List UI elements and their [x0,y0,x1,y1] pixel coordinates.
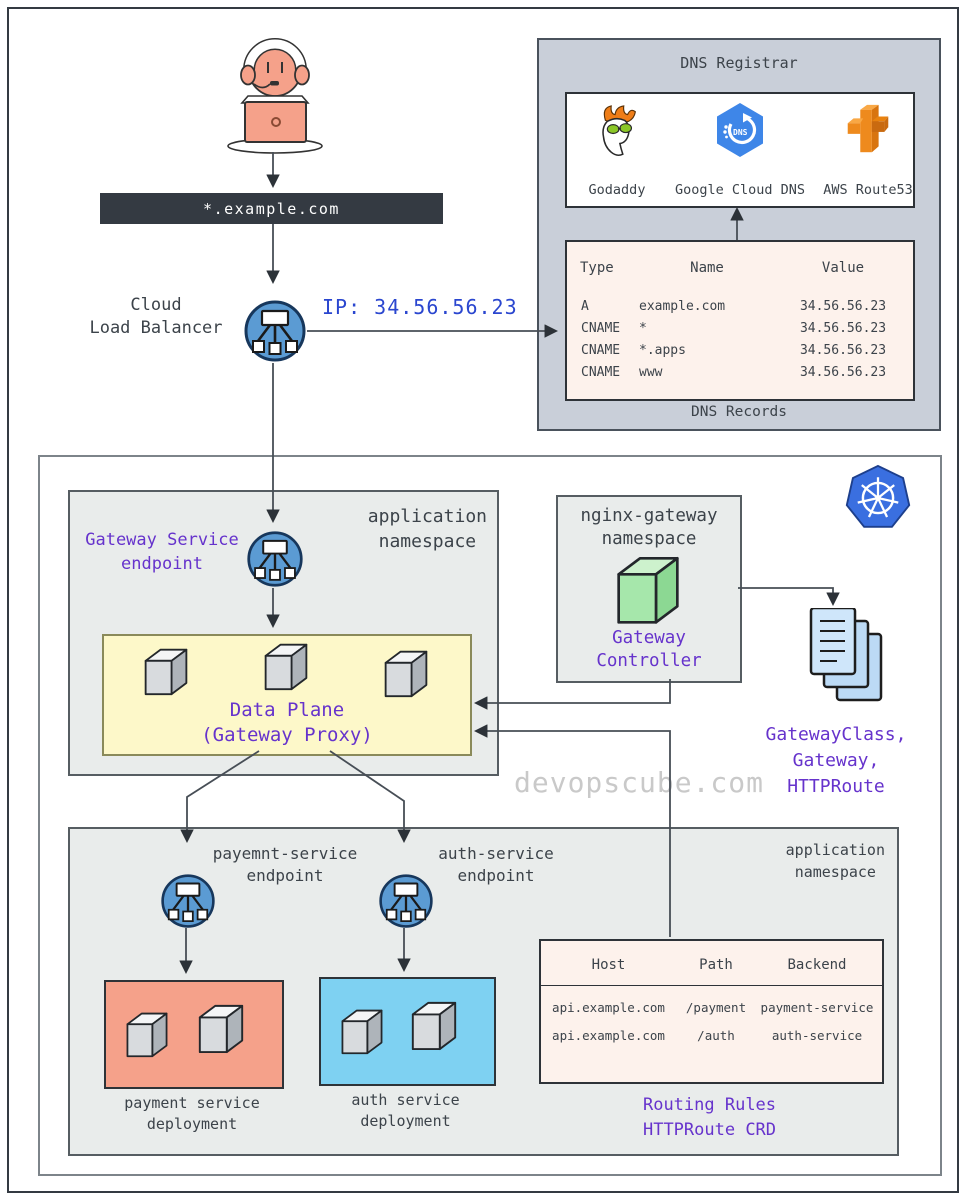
routing-header-host: Host [591,957,626,973]
gateway-controller-label: Gateway Controller [596,628,702,671]
pod-cube-icon [337,1007,387,1055]
dns-cell: *.apps [639,343,686,358]
provider-aws-route53: AWS Route53 [823,102,913,198]
payment-deployment-label: payment service deployment [124,1094,260,1133]
payment-service-endpoint-icon [160,873,216,929]
dns-cell: 34.56.56.23 [799,321,887,336]
provider-route53-label: AWS Route53 [823,182,913,198]
crd-documents-icon [809,608,883,702]
routing-rules-table: Host Path Backend api.example.com /payme… [539,939,884,1084]
routing-table-header: Host Path Backend [541,941,882,986]
auth-deployment-box [319,977,496,1086]
routing-cell: api.example.com [552,1028,665,1043]
dns-cell: 34.56.56.23 [799,343,887,358]
dns-providers-box: Godaddy DNS Google Cloud DNS [565,92,915,208]
application-namespace-1-label: application namespace [367,506,487,552]
dns-registrar-title: DNS Registrar [680,54,798,72]
ip-address-label: IP: 34.56.56.23 [322,295,518,319]
nginx-gateway-namespace-label: nginx-gateway namespace [580,506,718,549]
dns-records-caption: DNS Records [690,404,788,420]
dns-cell: CNAME [581,343,621,358]
routing-rule-row: api.example.com /auth auth-service [541,1022,882,1050]
application-namespace-2-label: application namespace [785,841,885,881]
domain-bar: *.example.com [100,193,443,224]
dns-header-type: Type [580,260,614,276]
godaddy-icon [602,105,636,156]
pod-cube-icon [140,646,192,696]
nginx-gateway-namespace: nginx-gateway namespace Gateway Controll… [556,495,742,683]
payment-endpoint-label: payemnt-service endpoint [212,844,358,885]
data-plane-label: Data Plane (Gateway Proxy) [201,699,373,746]
auth-service-endpoint-icon [378,873,434,929]
dns-cell: CNAME [581,321,621,336]
routing-rules-caption: Routing Rules HTTPRoute CRD [642,1095,777,1140]
crd-list-label: GatewayClass, Gateway, HTTPRoute [765,724,907,797]
data-plane-box: Data Plane (Gateway Proxy) [102,634,472,756]
dns-header-value: Value [821,260,865,276]
outer-border [7,7,959,1193]
auth-deployment-label: auth service deployment [351,1091,460,1130]
pod-cube-icon [122,1010,172,1058]
dns-cell: 34.56.56.23 [799,365,887,380]
dns-records-table: Type Name Value A example.com 34.56.56.2… [565,240,915,401]
pod-cube-icon [380,648,432,698]
dns-table-header: Type Name Value [567,242,913,276]
svg-text:DNS: DNS [733,128,748,137]
dns-cell: * [639,321,647,336]
dns-cell: CNAME [581,365,621,380]
payment-deployment-box [104,980,284,1089]
routing-cell: /payment [685,1000,747,1015]
load-balancer-label: Cloud Load Balancer [89,295,223,338]
routing-cell: payment-service [760,1000,874,1015]
routing-cell: auth-service [771,1028,863,1043]
gateway-controller-icon [608,553,688,625]
pod-cube-icon [407,999,461,1051]
pod-cube-icon [260,641,312,691]
dns-registrar-box: DNS Registrar Godaddy DNS [537,38,941,431]
dns-record-row: CNAME * 34.56.56.23 [567,318,913,340]
pod-cube-icon [194,1002,248,1054]
load-balancer-icon [243,299,307,363]
routing-header-backend: Backend [787,957,847,973]
dns-cell: 34.56.56.23 [799,299,887,314]
application-namespace-1: application namespace Gateway Service en… [68,490,499,776]
routing-rule-row: api.example.com /payment payment-service [541,994,882,1022]
routing-cell: /auth [697,1028,735,1043]
provider-google-cloud-dns: DNS Google Cloud DNS [663,102,817,198]
provider-google-label: Google Cloud DNS [674,182,806,198]
dns-record-row: A example.com 34.56.56.23 [567,296,913,318]
watermark: devopscube.com [514,766,765,799]
auth-endpoint-label: auth-service endpoint [438,844,554,885]
application-namespace-2: application namespace payemnt-service en… [68,827,899,1156]
domain-bar-text: *.example.com [203,199,340,218]
dns-cell: example.com [639,299,726,314]
provider-godaddy: Godaddy [575,102,659,198]
routing-header-path: Path [699,957,733,973]
gateway-service-endpoint-label: Gateway Service endpoint [85,530,239,574]
google-cloud-dns-icon: DNS [717,103,763,157]
routing-cell: api.example.com [552,1000,665,1015]
kubernetes-icon [845,464,911,528]
dns-cell: A [581,299,589,314]
gateway-service-endpoint-icon [246,530,304,588]
provider-godaddy-label: Godaddy [588,182,646,198]
aws-route53-icon [847,104,889,153]
user-at-laptop-icon [227,38,323,154]
dns-record-row: CNAME www 34.56.56.23 [567,362,913,384]
dns-cell: www [639,365,663,380]
dns-record-row: CNAME *.apps 34.56.56.23 [567,340,913,362]
dns-header-name: Name [690,260,724,276]
